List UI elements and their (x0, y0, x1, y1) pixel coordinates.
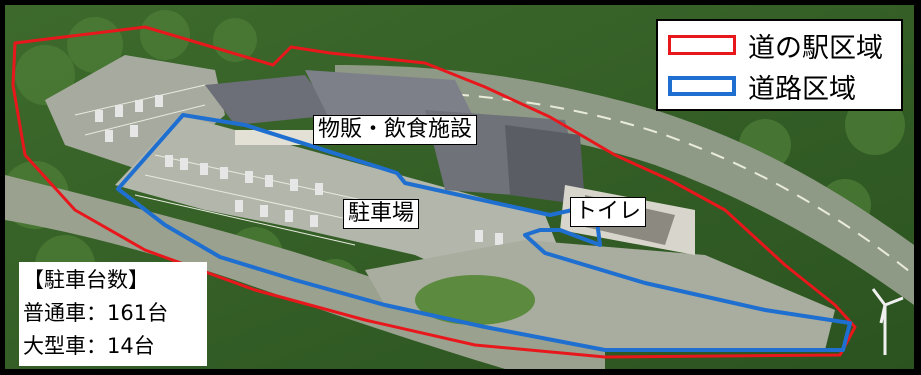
legend-label-road-area: 道路区域 (748, 73, 856, 105)
road-area-outline (116, 113, 852, 352)
legend-item-road-area: 道路区域 (668, 68, 856, 105)
regular-vehicle-count: 普通車：161台 (23, 301, 169, 325)
parking-area-label: 駐車場 (343, 199, 420, 229)
highway-lane-marking (334, 89, 914, 276)
parking-count-title: 【駐車台数】 (23, 268, 149, 292)
facilities-label: 物販・飲食施設 (313, 115, 478, 145)
station-area-outline (11, 25, 857, 359)
blue-outline-swatch-icon (668, 76, 736, 96)
legend-label-station-area: 道の駅区域 (748, 32, 883, 64)
red-outline-swatch-icon (668, 35, 736, 55)
toilet-label: トイレ (570, 197, 647, 227)
legend-item-station-area: 道の駅区域 (668, 27, 883, 64)
map-legend: 道の駅区域 道路区域 (656, 19, 903, 111)
roundabout-green (415, 275, 535, 325)
parking-count-box: 【駐車台数】 普通車：161台 大型車：14台 (19, 262, 207, 366)
wind-turbine (871, 288, 904, 355)
large-vehicle-count: 大型車：14台 (23, 334, 155, 358)
